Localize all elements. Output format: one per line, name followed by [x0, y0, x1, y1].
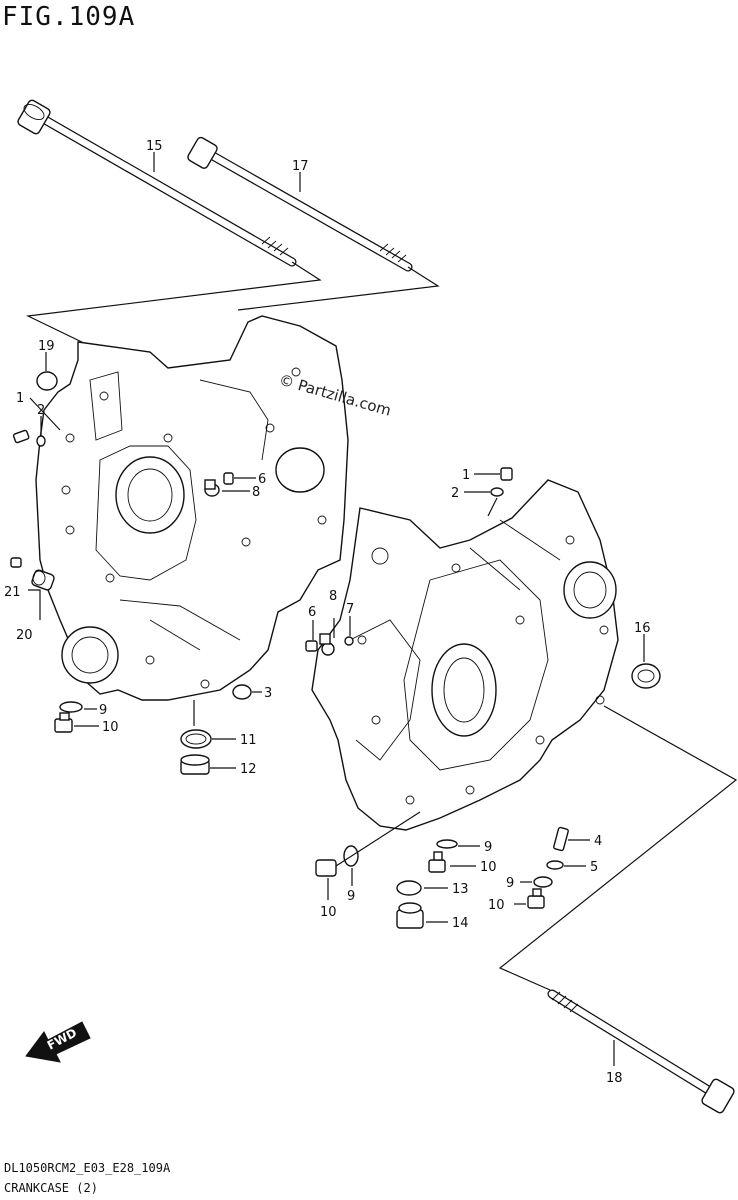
callout-19[interactable]: 19	[38, 339, 55, 354]
oring-7[interactable]	[344, 636, 354, 646]
collar-16[interactable]	[631, 663, 661, 689]
gasket-9-mid[interactable]	[436, 839, 458, 849]
callout-1[interactable]: 1	[462, 468, 470, 483]
callout-6[interactable]: 6	[308, 605, 316, 620]
callout-9[interactable]: 9	[484, 840, 492, 855]
callout-10[interactable]: 10	[480, 860, 497, 875]
callout-13[interactable]: 13	[452, 882, 469, 897]
callout-2[interactable]: 2	[37, 403, 45, 418]
callout-10[interactable]: 10	[102, 720, 119, 735]
jet-6-left[interactable]	[223, 472, 234, 485]
callout-8[interactable]: 8	[329, 589, 337, 604]
bolt-10-left[interactable]	[54, 712, 73, 733]
collar-19[interactable]	[36, 371, 58, 391]
crankcase-right-half[interactable]	[311, 479, 619, 831]
bolt-21[interactable]	[10, 557, 22, 568]
jet-6-right[interactable]	[305, 640, 318, 652]
crankcase-left-half[interactable]	[35, 315, 349, 701]
bolt-17[interactable]	[186, 136, 413, 272]
figure-code: DL1050RCM2_E03_E28_109A	[4, 1161, 171, 1175]
callout-11[interactable]: 11	[240, 733, 257, 748]
callout-8[interactable]: 8	[252, 485, 260, 500]
callout-9[interactable]: 9	[99, 703, 107, 718]
callout-4[interactable]: 4	[594, 834, 602, 849]
callout-9[interactable]: 9	[506, 876, 514, 891]
callout-6[interactable]: 6	[258, 472, 266, 487]
callout-3[interactable]: 3	[264, 686, 272, 701]
callout-9[interactable]: 9	[347, 889, 355, 904]
gasket-2-left[interactable]	[36, 435, 46, 447]
figure-name: CRANKCASE (2)	[4, 1181, 98, 1195]
bolt-10-lower[interactable]	[315, 859, 337, 877]
callout-12[interactable]: 12	[240, 762, 257, 777]
plug-14[interactable]	[396, 902, 424, 929]
gasket-2-right[interactable]	[490, 487, 504, 497]
bolt-18[interactable]	[547, 989, 735, 1114]
callout-14[interactable]: 14	[452, 916, 469, 931]
callout-16[interactable]: 16	[634, 621, 651, 636]
callout-7[interactable]: 7	[346, 602, 354, 617]
figure-title: FIG.109A	[2, 2, 136, 32]
plug-12[interactable]	[180, 754, 210, 775]
bolt-10-right[interactable]	[527, 888, 545, 909]
sensor-4[interactable]	[553, 826, 569, 852]
oring-3[interactable]	[232, 684, 252, 700]
oring-8-left[interactable]	[204, 479, 220, 497]
gasket-9-right[interactable]	[533, 876, 553, 888]
callout-2[interactable]: 2	[451, 486, 459, 501]
cap-20[interactable]	[31, 569, 55, 591]
callout-10[interactable]: 10	[488, 898, 505, 913]
callout-18[interactable]: 18	[606, 1071, 623, 1086]
bolt-10-mid[interactable]	[428, 851, 446, 873]
gasket-9-left[interactable]	[59, 701, 83, 713]
callout-20[interactable]: 20	[16, 628, 33, 643]
forward-arrow-icon: FWD	[25, 1021, 91, 1063]
callout-10[interactable]: 10	[320, 905, 337, 920]
oring-13[interactable]	[396, 880, 422, 896]
plug-bolt-1-right[interactable]	[500, 467, 513, 481]
oring-8-right[interactable]	[319, 633, 335, 656]
callout-15[interactable]: 15	[146, 139, 163, 154]
washer-5[interactable]	[546, 860, 564, 870]
oring-11[interactable]	[180, 729, 212, 749]
callout-1[interactable]: 1	[16, 391, 24, 406]
callout-21[interactable]: 21	[4, 585, 21, 600]
plug-bolt-1-left[interactable]	[12, 429, 30, 444]
callout-5[interactable]: 5	[590, 860, 598, 875]
bolt-15[interactable]	[17, 99, 297, 267]
callout-17[interactable]: 17	[292, 159, 309, 174]
